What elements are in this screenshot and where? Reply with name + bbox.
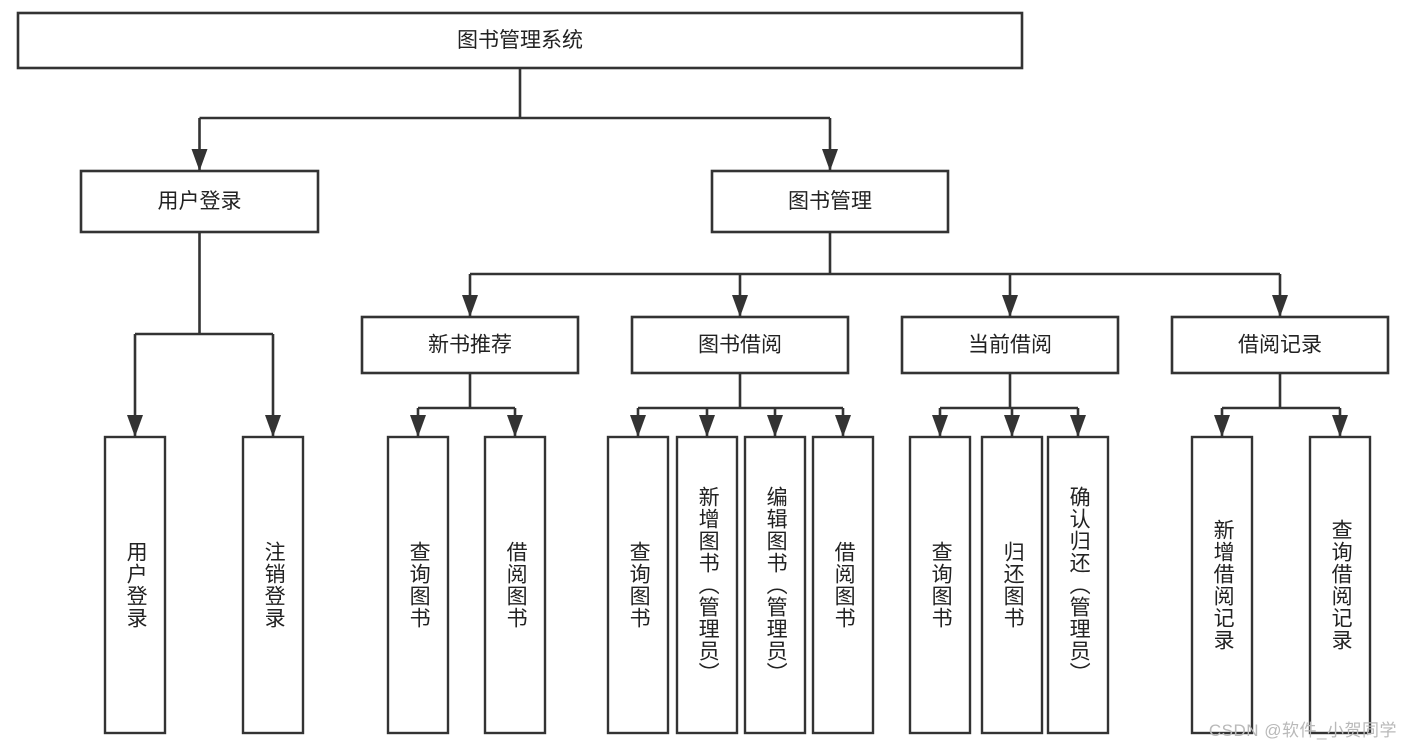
arrow-head-icon-level1-1	[822, 149, 838, 171]
arrow-head-icon-leaf-3	[507, 415, 523, 437]
leaf-node-box-12-查询借阅记录	[1308, 435, 1372, 735]
arrow-head-icon-leaf-8	[932, 415, 948, 437]
arrow-head-icon-leaf-6	[767, 415, 783, 437]
arrow-head-icon-leaf-12	[1332, 415, 1348, 437]
level1-node-label-用户登录: 用户登录	[158, 190, 242, 213]
leaf-node-box-9-归还图书	[980, 435, 1044, 735]
arrow-head-icon-level1-0	[191, 149, 208, 171]
leaf-node-box-3-借阅图书	[483, 435, 547, 735]
arrow-head-icon-leaf-2	[410, 415, 426, 437]
level1-node-box-图书管理	[710, 169, 950, 234]
root-node-label: 图书管理系统	[457, 29, 583, 52]
level2-node-box-图书借阅	[630, 315, 850, 375]
leaf-node-box-6-编辑图书管理员	[743, 435, 807, 735]
root-node-box	[16, 11, 1024, 70]
level1-node-label-图书管理: 图书管理	[788, 190, 872, 213]
level2-node-label-当前借阅: 当前借阅	[968, 334, 1052, 357]
level2-node-label-新书推荐: 新书推荐	[428, 334, 512, 357]
node-boxes	[16, 11, 1390, 735]
arrow-head-icon-leaf-11	[1214, 415, 1230, 437]
arrow-head-icon-leaf-7	[835, 415, 851, 437]
level2-node-box-借阅记录	[1170, 315, 1390, 375]
leaf-node-box-0-用户登录	[103, 435, 167, 735]
level2-node-label-图书借阅: 图书借阅	[698, 334, 782, 357]
arrow-head-icon-level2-3	[1272, 295, 1288, 317]
arrow-head-icon-leaf-1	[265, 415, 281, 437]
level1-node-box-用户登录	[79, 169, 320, 234]
arrow-head-icon-level2-0	[462, 295, 478, 317]
arrow-head-icon-leaf-9	[1004, 415, 1020, 437]
level2-node-label-借阅记录: 借阅记录	[1238, 334, 1322, 357]
leaf-node-box-10-确认归还管理员	[1046, 435, 1110, 735]
arrow-head-icon-leaf-10	[1070, 415, 1086, 437]
arrow-head-icon-level2-2	[1002, 295, 1018, 317]
level2-node-box-当前借阅	[900, 315, 1120, 375]
leaf-node-box-5-新增图书管理员	[675, 435, 739, 735]
leaf-node-box-8-查询图书	[908, 435, 972, 735]
watermark-text: CSDN @软件_小贺同学	[1208, 721, 1397, 740]
level2-node-box-新书推荐	[360, 315, 580, 375]
arrow-head-icon-level2-1	[732, 295, 748, 317]
leaf-node-box-1-注销登录	[241, 435, 305, 735]
leaf-node-box-4-查询图书	[606, 435, 670, 735]
arrow-head-icon-leaf-0	[127, 415, 143, 437]
connector-lines	[127, 68, 1348, 437]
leaf-node-box-7-借阅图书	[811, 435, 875, 735]
leaf-node-box-2-查询图书	[386, 435, 450, 735]
leaf-node-box-11-新增借阅记录	[1190, 435, 1254, 735]
arrow-head-icon-leaf-5	[699, 415, 715, 437]
arrow-head-icon-leaf-4	[630, 415, 646, 437]
